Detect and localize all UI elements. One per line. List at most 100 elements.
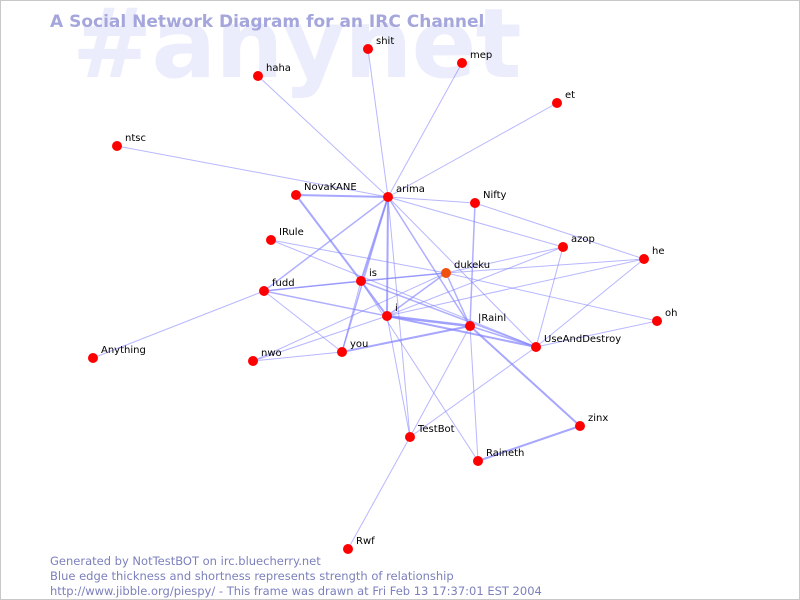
edge-arima-i — [386, 196, 389, 317]
node-fudd: fudd — [259, 278, 295, 296]
edge-mep-arima — [387, 62, 463, 198]
node-i: i — [382, 303, 398, 321]
node-dot — [259, 286, 269, 296]
node-ntsc: ntsc — [112, 133, 146, 151]
footer-source-link[interactable]: http://www.jibble.org/piespy/ - This fra… — [50, 584, 542, 598]
node-label: oh — [665, 308, 677, 319]
node-dot — [457, 58, 467, 68]
node-dot — [639, 254, 649, 264]
node-dot — [465, 321, 475, 331]
node-arima: arima — [383, 184, 425, 202]
node-label: Nifty — [483, 190, 507, 201]
node-Anything: Anything — [88, 345, 146, 363]
edge-UseAndDestroy-azop — [535, 246, 564, 348]
node-label: i — [395, 303, 398, 314]
node-TestBot: TestBot — [405, 424, 455, 442]
edge-arima-Nifty — [387, 196, 476, 204]
edge-UseAndDestroy-he — [535, 258, 645, 348]
edge-fudd-i — [263, 290, 388, 317]
diagram-title: A Social Network Diagram for an IRC Chan… — [50, 12, 485, 32]
edge-is-Raineth — [360, 280, 479, 462]
edge-i-TestBot — [386, 315, 411, 438]
edge-dukeku-azop — [445, 246, 564, 274]
channel-watermark: #anynet — [72, 0, 521, 100]
node-mep: mep — [457, 50, 492, 68]
node-dot — [248, 356, 258, 366]
node-dot — [473, 456, 483, 466]
node-label: fudd — [272, 278, 295, 289]
edge-Nifty-he — [474, 202, 645, 260]
node-label: mep — [470, 50, 492, 61]
node-dot — [552, 98, 562, 108]
edge-nwo-you — [252, 351, 343, 362]
edge-Nifty-Rainl — [469, 202, 476, 327]
edge-i-azop — [386, 246, 564, 317]
node-label: IRule — [279, 227, 304, 238]
node-haha: haha — [253, 63, 291, 81]
node-IRule: IRule — [266, 227, 304, 245]
node-label: ntsc — [125, 133, 146, 144]
edge-i-he — [386, 258, 645, 317]
node-nwo: nwo — [248, 348, 282, 366]
edge-et-arima — [387, 102, 558, 198]
node-label: zinx — [588, 413, 608, 424]
node-shit: shit — [363, 36, 394, 54]
node-dot — [88, 353, 98, 363]
node-label: dukeku — [454, 260, 490, 271]
edge-fudd-you — [263, 290, 343, 353]
node-dot — [253, 71, 263, 81]
node-dot — [558, 242, 568, 252]
edge-IRule-UseAndDestroy — [270, 239, 537, 348]
edge-arima-Rainl — [387, 196, 471, 327]
edge-NovaKANE-is — [295, 194, 362, 282]
node-label: NovaKANE — [304, 182, 357, 193]
edge-is-fudd — [263, 280, 362, 292]
edge-UseAndDestroy-TestBot — [409, 346, 537, 438]
edge-is-UseAndDestroy — [360, 280, 537, 348]
node-dot — [441, 268, 451, 278]
node-is: is — [356, 268, 377, 286]
node-label: haha — [266, 63, 291, 74]
node-azop: azop — [558, 234, 595, 252]
edge-i-UseAndDestroy — [386, 315, 537, 348]
edge-TestBot-Rwf — [347, 436, 411, 550]
edge-zinx-Raineth — [477, 425, 581, 462]
edge-haha-arima — [257, 75, 389, 198]
node-dot — [337, 347, 347, 357]
node-dot — [383, 192, 393, 202]
node-label: Raineth — [486, 448, 524, 459]
node-label: you — [350, 339, 368, 350]
node-dot — [363, 44, 373, 54]
edge-arima-azop — [387, 196, 564, 248]
footer-legend: Blue edge thickness and shortness repres… — [50, 569, 454, 583]
node-dukeku: dukeku — [441, 260, 490, 278]
edge-UseAndDestroy-oh — [535, 320, 658, 348]
node-label: UseAndDestroy — [544, 334, 621, 345]
footer: Generated by NotTestBOT on irc.bluecherr… — [50, 554, 542, 599]
node-label: et — [565, 90, 575, 101]
edge-fudd-Anything — [92, 290, 265, 359]
node-dot — [266, 235, 276, 245]
node-label: he — [652, 246, 665, 257]
edge-dukeku-oh — [445, 272, 658, 322]
node-UseAndDestroy: UseAndDestroy — [531, 334, 621, 352]
edge-i-Rainl — [386, 314, 471, 328]
edge-dukeku-nwo — [252, 272, 447, 362]
edge-Rainl-Raineth — [469, 325, 479, 462]
node-label: TestBot — [417, 424, 455, 435]
edge-dukeku-he — [445, 258, 645, 274]
edge-arima-fudd — [263, 196, 389, 292]
node-dot — [405, 432, 415, 442]
node-dot — [112, 141, 122, 151]
node-Rainl: |Rainl — [465, 313, 506, 331]
node-dot — [343, 544, 353, 554]
node-label: shit — [376, 36, 394, 47]
node-oh: oh — [652, 308, 677, 326]
node-dot — [575, 421, 585, 431]
node-dot — [291, 190, 301, 200]
node-label: |Rainl — [478, 313, 506, 324]
node-dot — [470, 198, 480, 208]
edge-i-nwo — [252, 315, 388, 362]
node-label: Anything — [101, 345, 146, 356]
